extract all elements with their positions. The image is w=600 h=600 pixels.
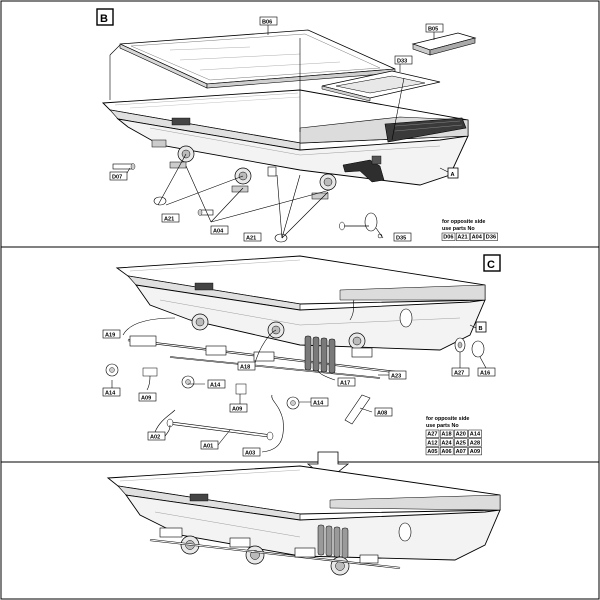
opposite-note-c: for opposite side use parts No A27 A18 A20… bbox=[425, 416, 482, 456]
part-number: A24 bbox=[441, 440, 452, 446]
callout-d07: D07 bbox=[112, 174, 122, 180]
part-number-box bbox=[441, 232, 456, 241]
part-number: A07 bbox=[456, 449, 466, 455]
step-b-panel: B bbox=[96, 8, 498, 243]
callout-a21-bottom: A21 bbox=[246, 235, 256, 241]
engine-deck-part-d33 bbox=[321, 70, 441, 102]
opposite-note-b-line2: use parts No bbox=[442, 226, 475, 232]
callout-a18: A18 bbox=[240, 364, 250, 370]
ref-a-label: A bbox=[451, 172, 455, 178]
ref-b-label: B bbox=[479, 326, 483, 332]
part-number: D06 bbox=[443, 235, 453, 241]
part-number: A14 bbox=[470, 432, 481, 438]
opposite-note-c-line2: use parts No bbox=[426, 423, 459, 429]
part-number-box bbox=[454, 429, 468, 438]
hull-final bbox=[106, 465, 501, 561]
part-number: A21 bbox=[457, 235, 467, 241]
callout-a14-mid: A14 bbox=[210, 382, 221, 388]
callout-a14-left: A14 bbox=[105, 390, 116, 396]
step-c-panel: C bbox=[102, 254, 501, 457]
callout-a09-left: A09 bbox=[141, 395, 151, 401]
step-c-label: C bbox=[487, 259, 495, 271]
part-d35 bbox=[339, 212, 383, 239]
part-number: A28 bbox=[470, 440, 480, 446]
callout-a03: A03 bbox=[245, 450, 255, 456]
callout-a09-mid: A09 bbox=[232, 406, 242, 412]
part-number-box bbox=[468, 429, 482, 438]
opposite-note-b-line1: for opposite side bbox=[442, 219, 485, 225]
part-number: A27 bbox=[427, 432, 437, 438]
part-number-box bbox=[468, 447, 482, 456]
suspension-final bbox=[149, 522, 412, 576]
opposite-note-b: for opposite side use parts No D06 A21 A04… bbox=[441, 219, 498, 241]
part-number-box bbox=[425, 429, 440, 438]
part-number: A06 bbox=[441, 449, 451, 455]
callout-d33: D33 bbox=[397, 58, 407, 64]
hatch-part-b05 bbox=[411, 32, 477, 56]
final-assembly-panel bbox=[106, 451, 501, 576]
leaders-c bbox=[111, 299, 487, 453]
part-number-box bbox=[468, 438, 482, 447]
callout-b06: B06 bbox=[262, 19, 272, 25]
road-arms-a14 bbox=[105, 363, 300, 410]
callout-a23: A23 bbox=[391, 373, 401, 379]
callout-a17: A17 bbox=[340, 380, 350, 386]
part-number-box bbox=[454, 447, 468, 456]
leaders-b bbox=[109, 25, 449, 239]
callout-a08: A08 bbox=[377, 410, 387, 416]
part-number-box bbox=[425, 447, 440, 456]
part-number: A09 bbox=[470, 449, 480, 455]
callout-a04: A04 bbox=[213, 228, 224, 234]
idler-parts-a27-a16 bbox=[454, 337, 485, 358]
part-number-box bbox=[470, 232, 484, 241]
part-number: A04 bbox=[472, 235, 483, 241]
part-number-box bbox=[425, 438, 440, 447]
step-b-badge bbox=[96, 8, 114, 26]
wheel-hubs-c bbox=[191, 308, 413, 350]
part-number-box bbox=[439, 438, 454, 447]
part-d07 bbox=[112, 163, 136, 170]
part-number: D36 bbox=[486, 235, 496, 241]
callout-b05: B05 bbox=[428, 26, 438, 32]
shock-absorbers-a17 bbox=[304, 335, 336, 374]
part-number-box bbox=[454, 438, 468, 447]
opposite-note-c-line1: for opposite side bbox=[426, 416, 469, 422]
part-number: A20 bbox=[456, 432, 466, 438]
callout-a21-left: A21 bbox=[164, 216, 174, 222]
part-number: A12 bbox=[427, 440, 437, 446]
part-number: A05 bbox=[427, 449, 437, 455]
rod-a01-assembly bbox=[166, 418, 274, 441]
callouts-b: B06 B05 D33 D07 A21 A04 A21 D35 A bbox=[109, 16, 459, 241]
part-number-box bbox=[439, 429, 454, 438]
part-number: A25 bbox=[456, 440, 466, 446]
part-number: A18 bbox=[441, 432, 451, 438]
callout-a19: A19 bbox=[105, 332, 115, 338]
hull-lower-b bbox=[101, 89, 469, 186]
callouts-c: A19 A14 A09 A18 A14 A09 A17 A23 A14 A08 … bbox=[102, 321, 496, 457]
part-number-box bbox=[455, 232, 470, 241]
callout-a27: A27 bbox=[454, 370, 464, 376]
hull-c bbox=[115, 255, 486, 351]
step-b-label: B bbox=[100, 13, 108, 25]
callout-a01: A01 bbox=[203, 443, 213, 449]
part-number-box bbox=[439, 447, 454, 456]
step-c-badge bbox=[483, 254, 501, 272]
part-number-box bbox=[484, 232, 498, 241]
part-a08 bbox=[344, 394, 371, 425]
callout-a16: A16 bbox=[480, 370, 490, 376]
callout-d35: D35 bbox=[396, 235, 406, 241]
bracket-part-dark bbox=[342, 155, 385, 183]
callout-a02: A02 bbox=[150, 434, 160, 440]
brackets-c bbox=[129, 335, 373, 362]
callout-a14-right: A14 bbox=[313, 400, 324, 406]
